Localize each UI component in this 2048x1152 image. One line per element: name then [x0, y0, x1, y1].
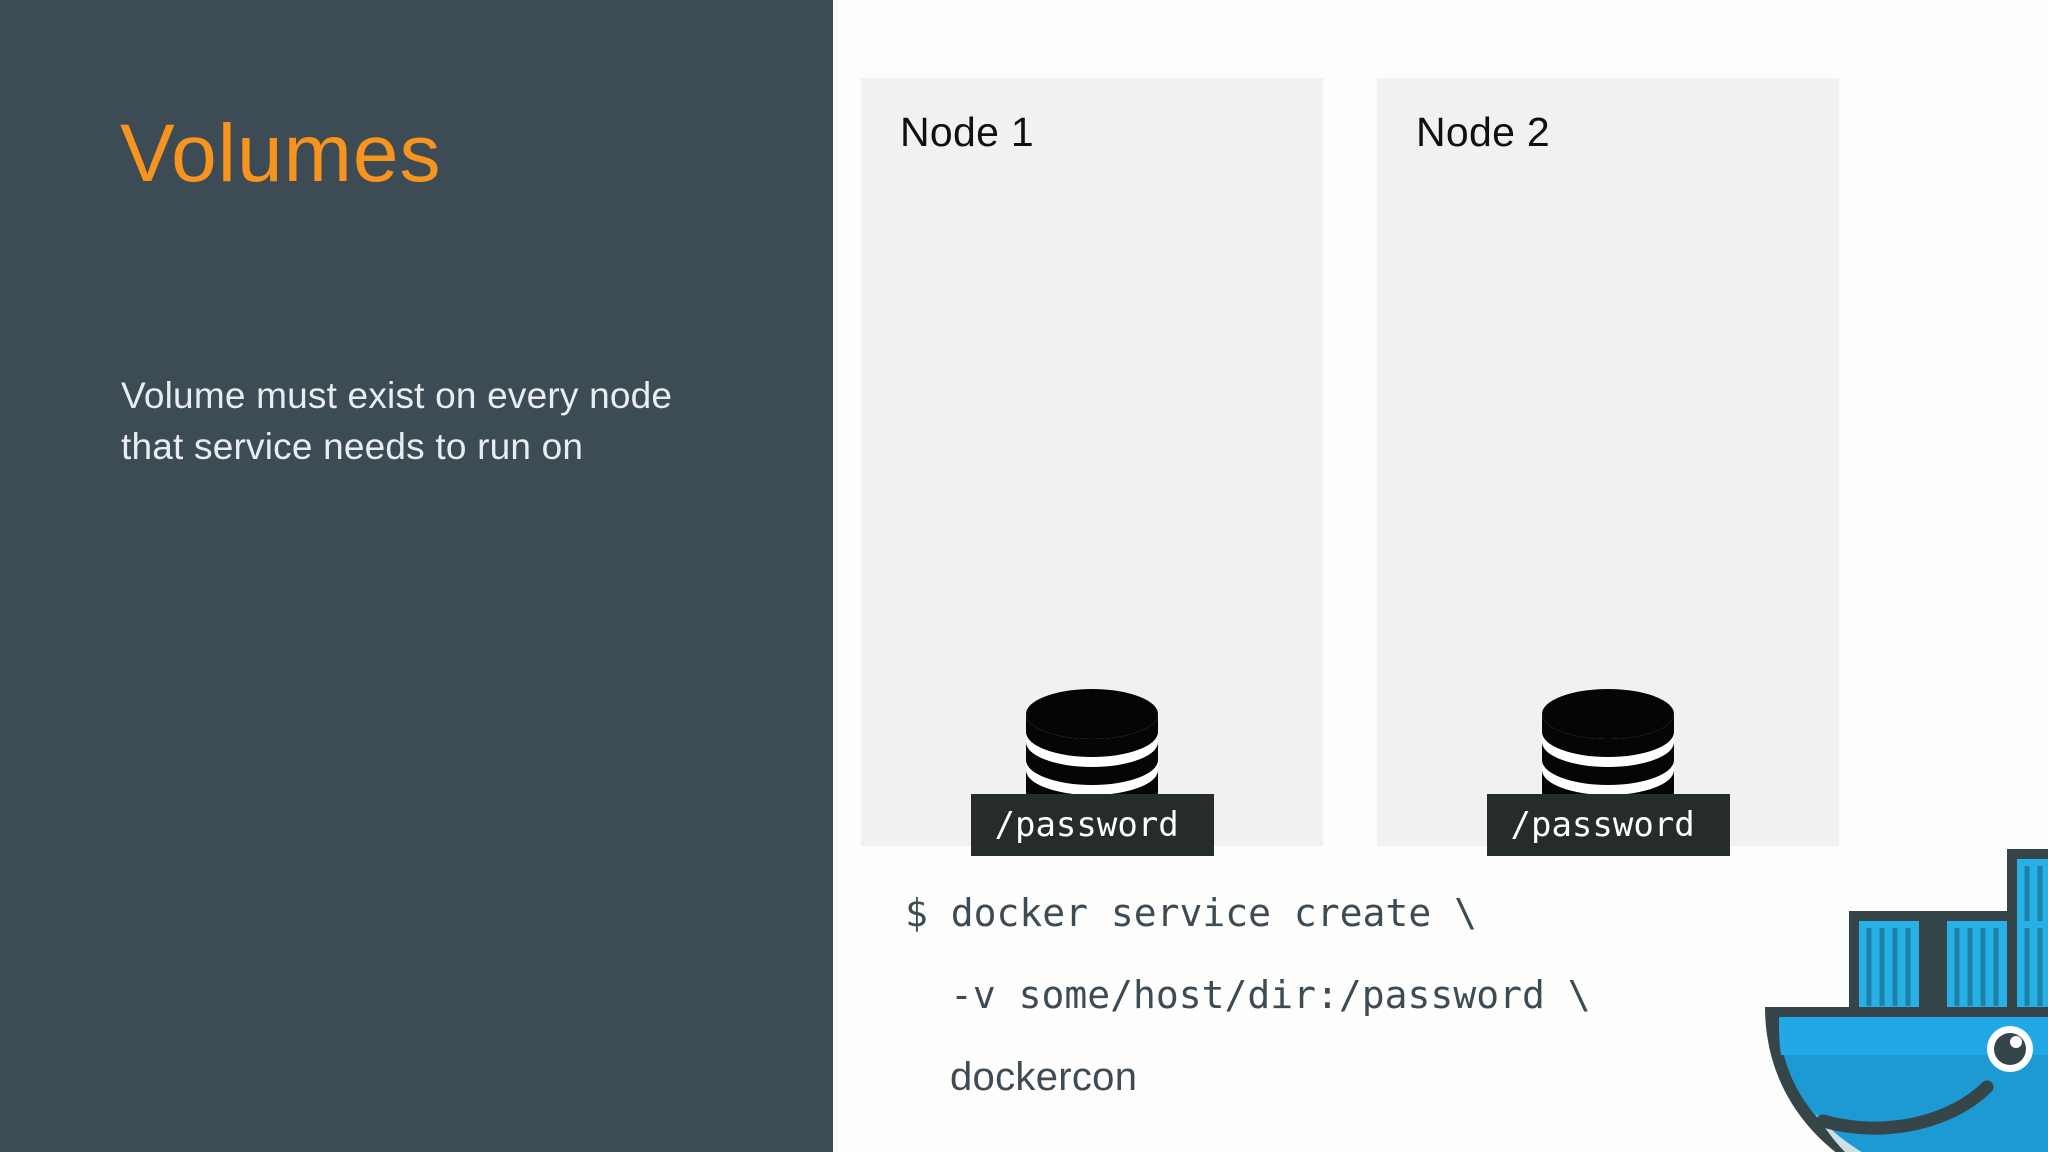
node-1-label: Node 1 — [900, 109, 1035, 155]
page-title: Volumes — [120, 108, 442, 199]
node-panel-1: Node 1 /password — [861, 78, 1323, 856]
node-panel-2: Node 2 /password — [1377, 78, 1839, 856]
slide-body-text: Volume must exist on every node that ser… — [121, 375, 673, 468]
node-2-volume-path-chip: /password — [1486, 794, 1730, 856]
node-1-volume: /password — [952, 688, 1232, 856]
command-line-2: -v some/host/dir:/password \ — [950, 973, 1591, 1017]
node-2-volume-path-label: /password — [1510, 805, 1695, 845]
command-block: $ docker service create \ -v some/host/d… — [905, 872, 1591, 1118]
node-1-volume-path-label: /password — [994, 805, 1179, 845]
node-2-volume: /password — [1468, 688, 1748, 856]
whale-containers — [1849, 849, 2048, 1014]
slide-sidebar: Volumes Volume must exist on every node … — [0, 0, 833, 1152]
node-1-volume-path-chip: /password — [970, 794, 1214, 856]
command-line-3: dockercon — [950, 1055, 1138, 1099]
whale-body — [1765, 1007, 2048, 1152]
node-2-label: Node 2 — [1416, 109, 1551, 155]
command-line-1: $ docker service create \ — [905, 891, 1477, 935]
